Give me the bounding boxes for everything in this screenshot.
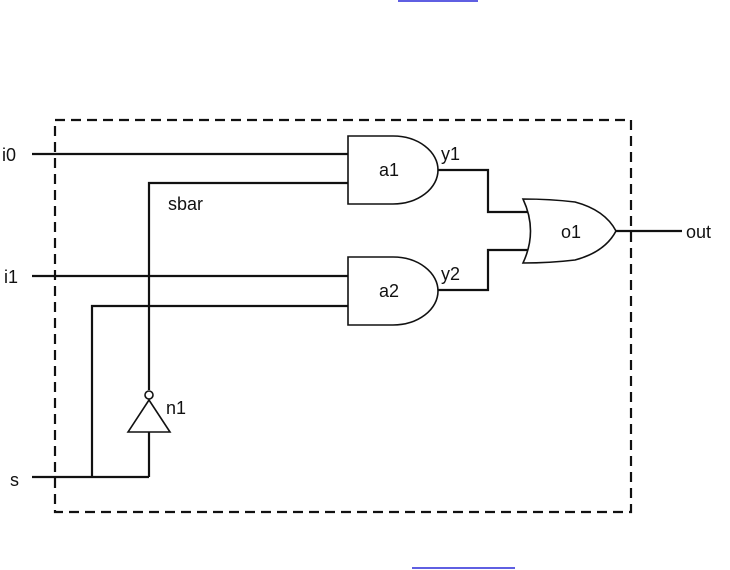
net-label-sbar: sbar	[168, 194, 203, 214]
wire-sbar	[149, 183, 348, 390]
input-label-s: s	[10, 470, 19, 490]
wire-s-to-a2	[92, 306, 348, 477]
wire-y1	[438, 170, 531, 212]
gate-label-a1: a1	[379, 160, 399, 180]
output-label-out: out	[686, 222, 711, 242]
net-label-y2: y2	[441, 264, 460, 284]
net-label-y1: y1	[441, 144, 460, 164]
gate-label-n1: n1	[166, 398, 186, 418]
input-label-i1: i1	[4, 267, 18, 287]
gate-label-o1: o1	[561, 222, 581, 242]
gate-label-a2: a2	[379, 281, 399, 301]
module-boundary	[55, 120, 631, 512]
not-gate-n1	[128, 400, 170, 432]
input-label-i0: i0	[2, 145, 16, 165]
inverter-bubble	[145, 391, 153, 399]
